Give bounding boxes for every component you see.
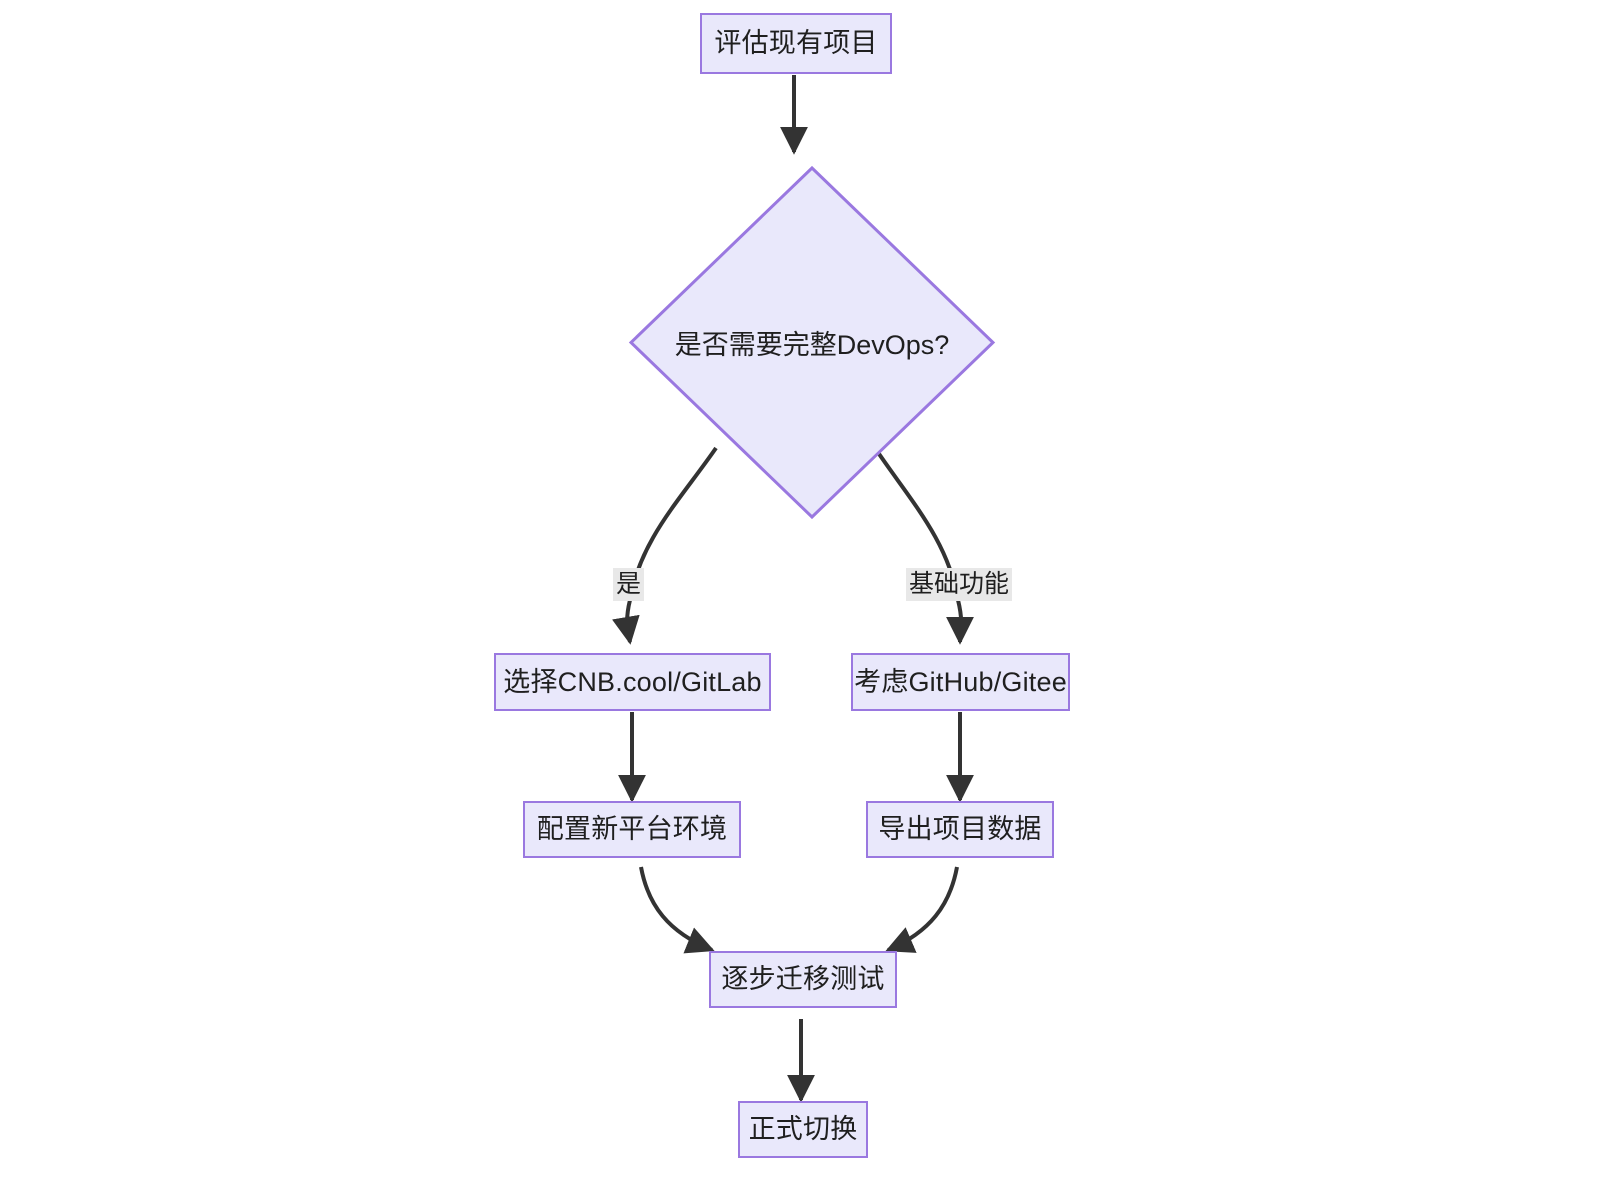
node-start-label: 评估现有项目: [714, 28, 878, 58]
edge-export-to-migrate: [885, 866, 959, 953]
node-github-label: 考虑GitHub/Gitee: [854, 666, 1067, 697]
node-switch-label: 正式切换: [748, 1114, 858, 1144]
node-github[interactable]: 考虑GitHub/Gitee: [851, 653, 1070, 711]
node-decision-label: 是否需要完整DevOps?: [674, 330, 950, 360]
node-migrate-label: 逐步迁移测试: [721, 964, 885, 994]
node-config[interactable]: 配置新平台环境: [523, 801, 741, 858]
node-decision[interactable]: 是否需要完整DevOps?: [628, 165, 996, 520]
edge-label-basic: 基础功能: [906, 568, 1013, 601]
node-export[interactable]: 导出项目数据: [866, 801, 1054, 858]
edge-label-yes: 是: [613, 568, 645, 601]
edge-config-to-migrate: [639, 866, 715, 954]
node-start[interactable]: 评估现有项目: [700, 13, 892, 74]
node-config-label: 配置新平台环境: [536, 814, 728, 844]
decision-diamond-shape: [628, 165, 996, 520]
node-migrate[interactable]: 逐步迁移测试: [709, 951, 897, 1008]
node-cnb-label: 选择CNB.cool/GitLab: [503, 666, 762, 697]
node-cnb[interactable]: 选择CNB.cool/GitLab: [494, 653, 771, 711]
node-switch[interactable]: 正式切换: [738, 1101, 868, 1158]
node-export-label: 导出项目数据: [878, 814, 1042, 844]
